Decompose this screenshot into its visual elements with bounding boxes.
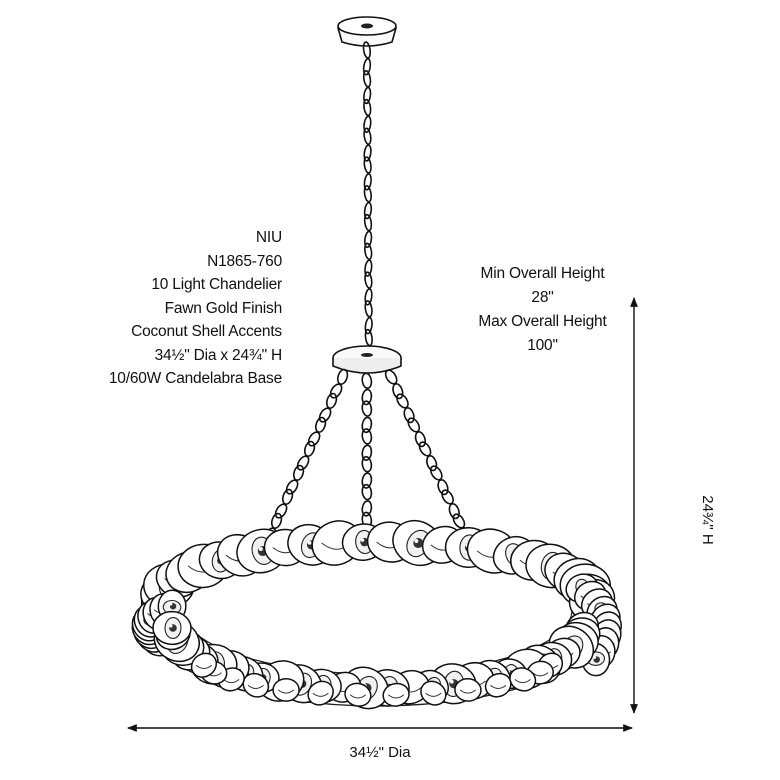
coconut-shell-disc: [420, 680, 447, 706]
chain-link: [363, 156, 372, 174]
width-dimension-label: 34½" Dia: [349, 744, 411, 761]
chain-link: [363, 173, 372, 191]
coconut-shell-disc: [242, 672, 270, 698]
chain-link: [363, 185, 372, 203]
chain-link: [274, 503, 288, 519]
chain-link: [361, 416, 373, 434]
chain-link: [361, 483, 373, 501]
chain-link: [364, 271, 373, 289]
chain-link: [362, 41, 372, 59]
spec-line: 10/60W Candelabra Base: [108, 370, 282, 387]
chain-link: [362, 58, 372, 76]
chain-link: [329, 383, 343, 399]
chain-link: [325, 392, 338, 409]
chain-link: [361, 372, 373, 390]
chain-link: [364, 259, 373, 277]
chain-link: [363, 201, 373, 220]
max-height-label: Max Overall Height: [478, 313, 607, 330]
chain-link: [392, 383, 404, 400]
chain-link: [361, 472, 373, 489]
chain-link: [270, 512, 283, 529]
chain-link: [303, 440, 316, 457]
coconut-shell-disc: [382, 682, 410, 707]
chain-link: [364, 242, 373, 261]
chain-link: [363, 115, 372, 134]
spec-line: 34½" Dia x 24¾" H: [154, 346, 283, 364]
chain-link: [414, 431, 427, 448]
chain-link: [363, 127, 372, 146]
chain-link: [296, 455, 310, 471]
height-dimension-label: 24¾" H: [699, 495, 716, 545]
coconut-shell-disc: [484, 672, 512, 698]
chain-link: [364, 300, 373, 318]
coconut-shell-disc: [152, 610, 192, 646]
spec-line: 10 Light Chandelier: [151, 276, 282, 293]
chain-link: [361, 456, 373, 473]
chain-link: [403, 407, 415, 424]
coconut-shell-disc: [190, 652, 218, 678]
spec-line: Coconut Shell Accents: [131, 323, 282, 340]
chain-link: [361, 428, 373, 445]
center-hub: [332, 345, 402, 374]
chain-link: [364, 288, 373, 306]
chain-link: [318, 407, 332, 423]
chain-link: [426, 455, 438, 472]
chain-link: [363, 230, 373, 249]
coconut-shell-disc: [307, 680, 334, 706]
shell-ring: [131, 519, 622, 710]
coconut-shell-disc: [344, 682, 372, 707]
chain-link: [363, 144, 372, 162]
coconut-shell-disc: [272, 677, 300, 702]
coconut-shell-disc: [454, 677, 482, 702]
overall-height-info: Min Overall Height 28" Max Overall Heigh…: [440, 262, 645, 358]
chain-link: [363, 213, 373, 232]
spec-line: Fawn Gold Finish: [164, 299, 283, 317]
chain-link: [314, 416, 327, 433]
support-chains: [263, 368, 472, 545]
chain-link: [363, 86, 372, 105]
min-height-value: 28": [531, 289, 554, 306]
chain-link: [361, 388, 373, 406]
chain-link: [361, 400, 373, 417]
chain-link: [363, 98, 372, 117]
ceiling-canopy: [337, 16, 397, 47]
max-height-value: 100": [527, 337, 558, 354]
chain-link: [362, 70, 372, 88]
chain-link: [336, 368, 349, 385]
hanging-chain: [362, 41, 373, 347]
chain-link: [364, 316, 373, 335]
chain-link: [437, 479, 449, 496]
spec-line: NIU: [255, 229, 282, 246]
chain-link: [361, 444, 373, 461]
min-height-label: Min Overall Height: [480, 265, 605, 282]
chain-link: [292, 464, 305, 481]
chain-link: [364, 328, 373, 347]
chain-link: [448, 503, 460, 520]
chain-link: [281, 488, 294, 505]
chain-link: [285, 479, 299, 495]
spec-line: N1865-760: [207, 252, 282, 270]
coconut-shell-disc: [509, 667, 537, 692]
chain-link: [307, 431, 321, 447]
chain-link: [361, 500, 373, 517]
